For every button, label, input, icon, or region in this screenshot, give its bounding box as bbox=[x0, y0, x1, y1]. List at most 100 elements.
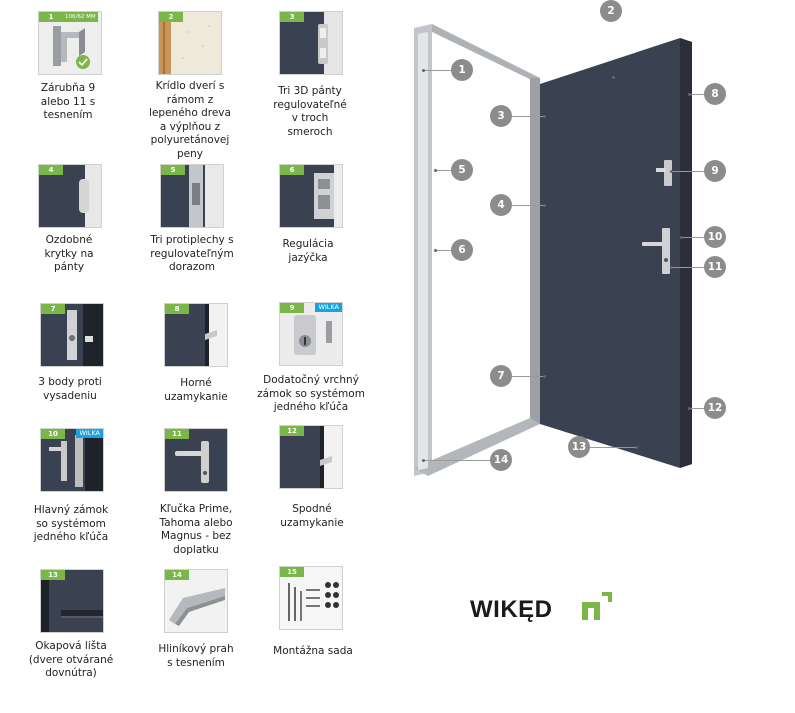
leader-dot bbox=[422, 69, 425, 72]
leader-line bbox=[436, 250, 451, 251]
handle-image bbox=[165, 429, 227, 491]
feature-caption-3: Tri 3D pánty regulovateľné v troch smero… bbox=[273, 85, 347, 138]
feature-caption-1: Zárubňa 9 alebo 11 s tesnením bbox=[40, 82, 96, 121]
door-callout-7: 7 bbox=[490, 365, 512, 387]
leader-line bbox=[512, 376, 544, 377]
feature-thumb-5: 5 bbox=[160, 164, 224, 228]
feature-caption-14: Hliníkový prah s tesnením bbox=[158, 643, 234, 669]
leader-line bbox=[672, 267, 704, 268]
door-callout-12: 12 bbox=[704, 397, 726, 419]
door-callout-3: 3 bbox=[490, 105, 512, 127]
door-callout-6: 6 bbox=[451, 239, 473, 261]
feature-thumb-11: 11 bbox=[164, 428, 228, 492]
wilka-badge: WILKA bbox=[76, 429, 103, 438]
feature-thumb-6: 6 bbox=[279, 164, 343, 228]
feature-number: 14 bbox=[165, 570, 189, 580]
feature-number: 8 bbox=[165, 304, 189, 314]
leader-line bbox=[672, 171, 704, 172]
feature-caption-8: Horné uzamykanie bbox=[164, 377, 228, 403]
latch-adjust-image bbox=[280, 165, 342, 227]
leader-dot bbox=[688, 407, 691, 410]
feature-caption-5: Tri protiplechy s regulovateľným dorazom bbox=[150, 234, 234, 273]
feature-thumb-15: 15 bbox=[279, 566, 343, 630]
feature-number: 5 bbox=[161, 165, 185, 175]
feature-caption-4: Ozdobné krytky na pánty bbox=[44, 234, 94, 273]
leader-dot bbox=[670, 170, 673, 173]
leader-line bbox=[512, 116, 544, 117]
logo-text: WIKĘD bbox=[470, 596, 553, 623]
door-callout-2: 2 bbox=[600, 0, 622, 22]
feature-thumb-8: 8 bbox=[164, 303, 228, 367]
feature-thumb-12: 12 bbox=[279, 425, 343, 489]
strike-plate-image bbox=[161, 165, 223, 227]
hinge-cover-image bbox=[39, 165, 101, 227]
feature-number: 2 bbox=[159, 12, 183, 22]
feature-thumb-9: 9 WILKA bbox=[279, 302, 343, 366]
leader-line bbox=[512, 205, 544, 206]
leader-dot bbox=[612, 76, 615, 79]
leader-dot bbox=[434, 169, 437, 172]
door-callout-14: 14 bbox=[490, 449, 512, 471]
frame-profile-image bbox=[39, 12, 101, 74]
leader-dot bbox=[543, 204, 546, 207]
leader-dot bbox=[635, 446, 638, 449]
leader-line bbox=[682, 237, 704, 238]
leader-line bbox=[690, 94, 704, 95]
feature-caption-6: Regulácia jazýčka bbox=[282, 238, 334, 264]
door-callout-4: 4 bbox=[490, 194, 512, 216]
feature-number: 15 bbox=[280, 567, 304, 577]
feature-caption-12: Spodné uzamykanie bbox=[280, 503, 344, 529]
feature-number: 6 bbox=[280, 165, 304, 175]
feature-thumb-3: 3 bbox=[279, 11, 343, 75]
feature-thumb-13: 13 bbox=[40, 569, 104, 633]
leader-line bbox=[690, 408, 704, 409]
leader-dot bbox=[434, 249, 437, 252]
feature-caption-2: Krídlo dverí s rámom z lepeného dreva a … bbox=[149, 80, 231, 160]
leader-dot bbox=[543, 115, 546, 118]
feature-caption-7: 3 body proti vysadeniu bbox=[38, 376, 102, 402]
leader-line bbox=[424, 70, 451, 71]
mounting-kit-image bbox=[280, 567, 342, 629]
feature-thumb-7: 7 bbox=[40, 303, 104, 367]
feature-thumb-1: 1 106/62 MM bbox=[38, 11, 102, 75]
door-callout-1: 1 bbox=[451, 59, 473, 81]
feature-thumb-14: 14 bbox=[164, 569, 228, 633]
door-illustration bbox=[414, 24, 692, 476]
feature-number: 9 bbox=[280, 303, 304, 313]
feature-thumb-10: 10 WILKA bbox=[40, 428, 104, 492]
feature-number: 3 bbox=[280, 12, 304, 22]
door-core-image bbox=[159, 12, 221, 74]
feature-number: 12 bbox=[280, 426, 304, 436]
leader-dot bbox=[688, 93, 691, 96]
bottom-locking-image bbox=[280, 426, 342, 488]
feature-number: 4 bbox=[39, 165, 63, 175]
logo-mark-icon bbox=[582, 592, 612, 620]
upper-lock-image bbox=[280, 303, 342, 365]
anti-lift-bolt-image bbox=[41, 304, 103, 366]
feature-caption-11: Kľučka Prime, Tahoma alebo Magnus - bez … bbox=[159, 503, 233, 556]
feature-thumb-4: 4 bbox=[38, 164, 102, 228]
feature-caption-15: Montážna sada bbox=[273, 645, 353, 657]
leader-line bbox=[590, 447, 636, 448]
door-callout-13: 13 bbox=[568, 436, 590, 458]
drip-strip-image bbox=[41, 570, 103, 632]
door-callout-11: 11 bbox=[704, 256, 726, 278]
door-callout-5: 5 bbox=[451, 159, 473, 181]
leader-dot bbox=[680, 236, 683, 239]
main-lock-image bbox=[41, 429, 103, 491]
feature-number: 10 bbox=[41, 429, 65, 439]
wilka-badge: WILKA bbox=[315, 303, 342, 312]
feature-thumb-2: 2 bbox=[158, 11, 222, 75]
door-callout-8: 8 bbox=[704, 83, 726, 105]
leader-dot bbox=[670, 266, 673, 269]
door-callout-9: 9 bbox=[704, 160, 726, 182]
feature-number: 1 bbox=[39, 12, 63, 22]
feature-number: 13 bbox=[41, 570, 65, 580]
feature-caption-13: Okapová lišta (dvere otvárané dovnútra) bbox=[28, 640, 114, 679]
feature-number: 11 bbox=[165, 429, 189, 439]
top-locking-image bbox=[165, 304, 227, 366]
leader-line bbox=[436, 170, 451, 171]
leader-dot bbox=[543, 375, 546, 378]
threshold-image bbox=[165, 570, 227, 632]
dimension-tag: 106/62 MM bbox=[63, 12, 98, 22]
